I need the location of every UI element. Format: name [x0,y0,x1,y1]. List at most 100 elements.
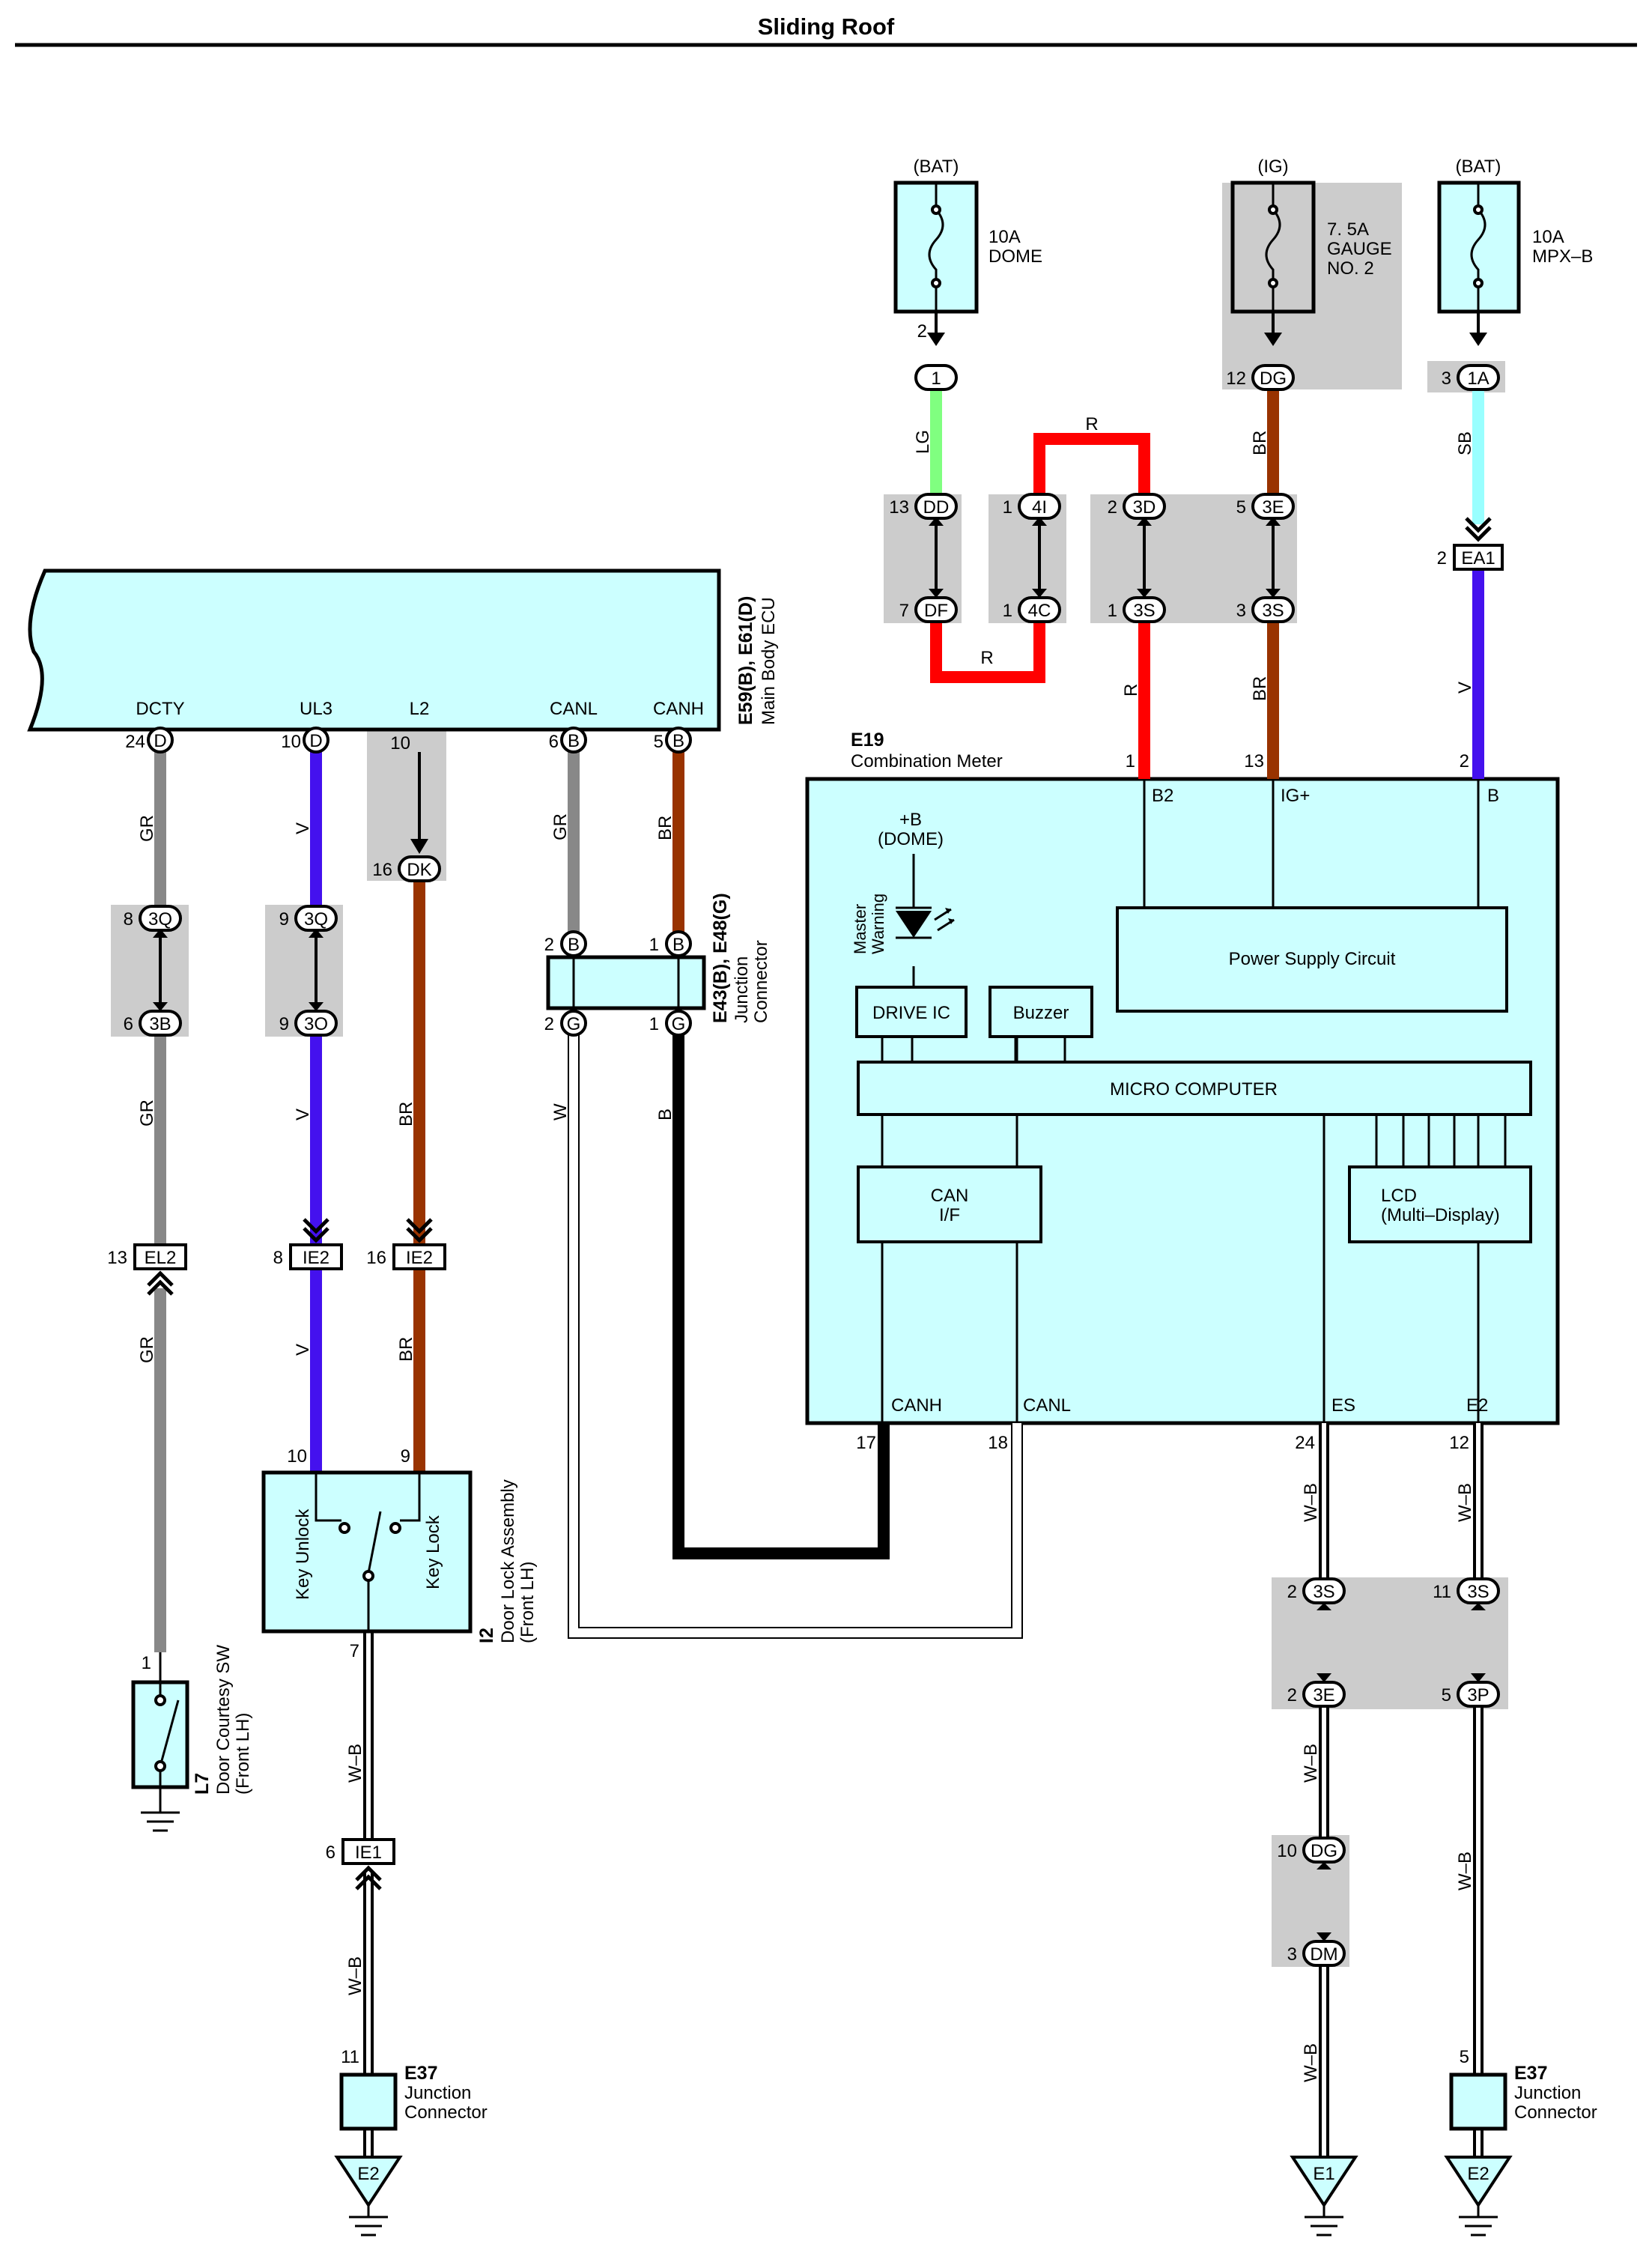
connector-df: DF [914,596,958,623]
meter-warning-label2: Warning [869,894,887,954]
pin-num-df: 7 [899,601,909,621]
pin-num-1a: 3 [1442,369,1451,389]
door-lock-name: Door Lock Assembly [498,1479,518,1643]
fuse-gauge-source: (IG) [1257,157,1288,177]
pin-num-jb-1: 1 [649,935,659,955]
junction-connector-name: Junction [732,956,752,1023]
pin-num-sw-1: 1 [142,1653,151,1673]
pin-num-3s-d: 11 [1433,1582,1451,1602]
wire-label-sb: SB [1455,431,1475,455]
meter-code: E19 [851,730,884,750]
door-lock-contact [362,1570,374,1582]
jc-pin-g-1: G [665,1010,692,1037]
fuse-mpx-source: (BAT) [1456,157,1501,177]
fuse-mpx-terminal [1473,278,1484,288]
meter-pin-13: 13 [1244,751,1264,771]
wire-label-wb-7: W–B [345,1956,365,1995]
courtesy-contact [154,1760,166,1772]
fuse-dome-terminal [931,204,941,215]
svg-text:G: G [567,1014,581,1034]
power-supply-circuit-label: Power Supply Circuit [1229,949,1396,969]
connector-3p: 3P [1457,1681,1500,1708]
courtesy-code: L7 [192,1773,213,1795]
ecu-name: Main Body ECU [759,597,779,725]
ground-e1-icon [1290,2156,1358,2237]
meter-term-es: ES [1331,1395,1355,1416]
ground-e2-left-icon [334,2156,403,2237]
ecu-terminal-l2: L2 [410,699,430,719]
pin-num-jg-2: 2 [544,1014,554,1034]
pin-num-4c: 1 [1003,601,1012,621]
connector-3b: 3B [139,1010,182,1037]
pin-num-3p: 5 [1442,1685,1451,1705]
meter-pin-1: 1 [1126,751,1135,771]
power-supply-circuit-block [1116,906,1508,1013]
master-warning-led-icon [896,906,955,939]
svg-text:3E: 3E [1262,497,1284,518]
wire-label-wb-4: W–B [1455,1483,1475,1522]
micro-computer-label: MICRO COMPUTER [1110,1079,1278,1100]
pin-num-dk: 16 [372,860,392,880]
svg-text:3E: 3E [1313,1685,1334,1705]
fuse-gauge-amp: 7. 5A [1327,219,1369,240]
pin-num-3e-b: 2 [1287,1685,1297,1705]
fuse-gauge-terminal [1268,278,1278,288]
ecu-terminal-dcty: DCTY [136,699,184,719]
pin-num-dl-10: 10 [287,1446,307,1467]
ecu-pin-b-5: B [665,727,692,753]
meter-term-canh: CANH [891,1395,942,1416]
pin-num-3q-a: 8 [124,909,133,930]
lcd-block [1348,1165,1532,1243]
ecu-code: E59(B), E61(D) [735,596,756,725]
pin-num-ea1: 2 [1437,548,1447,568]
connector-dd: DD [914,493,958,520]
pin-num-3s-a: 1 [1108,601,1117,621]
pin-num-e37-11: 11 [341,2047,359,2067]
door-lock-code: I2 [476,1628,497,1643]
pin-num-3d: 2 [1108,497,1117,518]
key-unlock-label: Key Unlock [293,1508,313,1600]
can-if-block [857,1165,1042,1243]
ecu-pin-num-10: 10 [281,732,301,752]
wire-label-gr-2: GR [137,1100,157,1126]
svg-text:3O: 3O [304,1014,328,1034]
drive-ic-label: DRIVE IC [872,1003,950,1023]
wire-label-gr-3: GR [137,1336,157,1363]
wire-b [672,1034,890,1559]
pin-num-dg-b: 10 [1277,1841,1297,1861]
micro-computer-block [857,1061,1532,1116]
wire-label-wb-6: W–B [345,1744,365,1783]
fuse-gauge-name2: NO. 2 [1327,258,1374,279]
wire-label-r-bottom: R [980,648,993,668]
connector-3s-d: 3S [1457,1577,1500,1604]
connector-3s-c: 3S [1302,1577,1346,1604]
e37-left-name2: Connector [404,2102,488,2123]
wire-r-lower [930,614,1045,683]
ground-e2-left-label: E2 [357,2164,379,2184]
ground-e1-label: E1 [1313,2164,1334,2184]
door-lock-contact [338,1522,350,1534]
svg-text:3S: 3S [1133,601,1155,621]
page-title: Sliding Roof [758,13,895,40]
connector-3q-a: 3Q [139,905,182,932]
svg-text:DF: DF [924,601,948,621]
svg-text:DD: DD [923,497,950,518]
svg-text:B: B [568,731,580,751]
ecu-pin-num-24: 24 [125,732,145,752]
svg-text:DK: DK [407,860,431,880]
connector-ea1: EA1 [1453,544,1504,571]
courtesy-name: Door Courtesy SW [213,1645,234,1795]
wire-label-lg: LG [913,430,933,454]
svg-text:3Q: 3Q [148,909,172,930]
ecu-pin-num-l2: 10 [390,733,410,753]
connector-dg-bottom: DG [1302,1837,1346,1864]
main-body-ecu-box [27,568,721,732]
pin-num-dl-9: 9 [401,1446,410,1467]
wire-label-wb-1: W–B [1301,1483,1321,1522]
courtesy-name2: (Front LH) [233,1713,253,1795]
pin-num-e37-5: 5 [1460,2047,1469,2067]
wire-label-w: W [550,1103,571,1121]
wire-label-br-meter: BR [1250,676,1270,701]
svg-text:IE2: IE2 [303,1248,330,1268]
